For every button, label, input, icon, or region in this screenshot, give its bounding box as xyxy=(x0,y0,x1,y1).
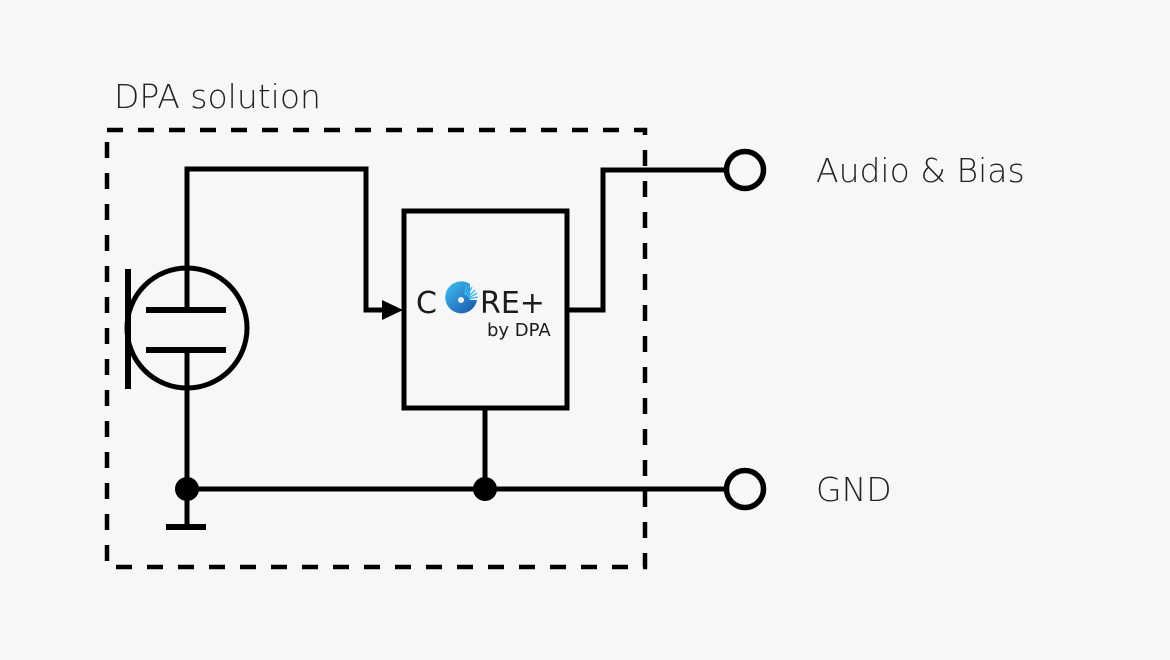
dpa-solution-boundary xyxy=(104,127,648,570)
logo-letter-c: C xyxy=(416,286,437,321)
disc-icon xyxy=(445,281,479,314)
wires xyxy=(184,166,724,527)
logo-subtitle: by DPA xyxy=(487,320,551,341)
junction-dot xyxy=(473,477,497,501)
boundary-title: DPA solution xyxy=(114,77,321,116)
junction-dot xyxy=(175,477,199,501)
core-plus-chip xyxy=(401,208,570,411)
output-wire xyxy=(568,167,724,313)
audio-bias-terminal-icon xyxy=(723,148,767,192)
signal-wire xyxy=(184,166,386,313)
input-arrow-icon xyxy=(382,300,403,320)
logo-letters-re-plus: RE+ xyxy=(480,286,545,321)
gnd-label: GND xyxy=(816,470,892,509)
audio-bias-label: Audio & Bias xyxy=(816,151,1025,190)
core-plus-logo: C RE+ by DPA xyxy=(416,281,551,341)
gnd-terminal-icon xyxy=(723,467,767,511)
